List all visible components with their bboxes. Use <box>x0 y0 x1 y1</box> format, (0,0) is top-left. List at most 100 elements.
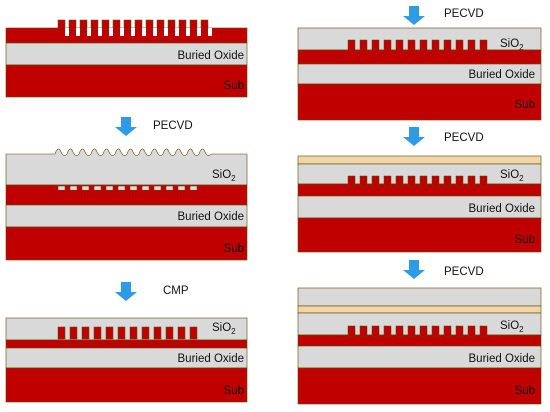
grating-gap <box>186 28 190 36</box>
grating-tooth <box>112 19 121 30</box>
grating-tooth <box>359 325 368 338</box>
grating-gap <box>87 28 91 36</box>
grating-tooth <box>154 190 161 199</box>
grating-tooth <box>57 19 66 30</box>
substrate-layer <box>5 64 248 98</box>
grating-tooth <box>371 39 380 52</box>
buried-oxide-label: Buried Oxide <box>469 69 535 81</box>
substrate-layer <box>5 226 248 261</box>
grating-tooth <box>118 190 125 199</box>
grating-tooth <box>383 175 392 188</box>
step-label: PECVD <box>444 132 484 144</box>
grating-teeth <box>347 175 488 188</box>
grating-tooth <box>347 325 356 338</box>
grating-tooth <box>129 326 138 340</box>
grating-tooth <box>200 19 209 30</box>
step-label: PECVD <box>153 120 193 132</box>
grating-tooth <box>455 325 464 338</box>
grating-silicon-base <box>297 183 542 197</box>
down-arrow-icon <box>115 117 137 136</box>
grating-gap <box>120 28 124 36</box>
grating-tooth <box>407 175 416 188</box>
grating-tooth <box>479 325 488 338</box>
grating-gap <box>197 28 201 36</box>
grating-tooth <box>443 325 452 338</box>
sio2-label: SiO2 <box>500 320 524 334</box>
substrate-layer <box>297 217 542 253</box>
substrate-layer <box>297 83 542 121</box>
sio2-label: SiO2 <box>212 169 236 183</box>
grating-gap <box>98 28 102 36</box>
grating-tooth <box>165 326 174 340</box>
conformal-sio2-layer <box>5 148 248 186</box>
grating-gap <box>131 28 135 36</box>
grating-tooth <box>178 19 187 30</box>
grating-tooth <box>431 325 440 338</box>
grating-teeth <box>347 39 488 52</box>
grating-teeth <box>57 185 198 199</box>
grating-tooth <box>419 175 428 188</box>
grating-tooth <box>105 326 114 340</box>
grating-tooth <box>395 325 404 338</box>
grating-tooth <box>371 175 380 188</box>
grating-tooth <box>359 39 368 52</box>
grating-teeth <box>57 326 198 340</box>
grating-teeth <box>57 19 212 36</box>
grating-tooth <box>407 325 416 338</box>
grating-tooth <box>93 326 102 340</box>
sio2-label: SiO2 <box>500 38 524 52</box>
grating-tooth <box>178 190 185 199</box>
sub-label: Sub <box>224 385 244 397</box>
grating-tooth <box>81 326 90 340</box>
grating-tooth <box>419 39 428 52</box>
grating-tooth <box>101 19 110 30</box>
step-right-0: PECVD <box>403 6 484 25</box>
grating-tooth <box>395 39 404 52</box>
deposited-middle-layer <box>297 305 542 314</box>
grating-gap <box>76 28 80 36</box>
grating-tooth <box>156 19 165 30</box>
grating-tooth <box>479 39 488 52</box>
grating-tooth <box>383 39 392 52</box>
grating-teeth <box>347 325 488 338</box>
grating-tooth <box>142 190 149 199</box>
grating-tooth <box>117 326 126 340</box>
planarized-sio2-layer <box>5 317 248 341</box>
panel-right-2: SiO2 Buried Oxide Sub <box>297 155 542 253</box>
grating-tooth <box>431 39 440 52</box>
panel-right-3: SiO2 Buried Oxide Sub <box>297 287 542 405</box>
down-arrow-icon <box>115 282 137 301</box>
grating-tooth <box>479 175 488 188</box>
grating-tooth <box>70 190 77 199</box>
grating-tooth <box>371 325 380 338</box>
sub-label: Sub <box>224 80 244 92</box>
grating-tooth <box>145 19 154 30</box>
grating-tooth <box>189 19 198 30</box>
grating-tooth <box>153 326 162 340</box>
grating-tooth <box>347 39 356 52</box>
grating-silicon-base <box>5 184 248 206</box>
step-label: PECVD <box>444 8 484 20</box>
buried-oxide-label: Buried Oxide <box>178 211 244 223</box>
grating-tooth <box>177 326 186 340</box>
grating-tooth <box>130 190 137 199</box>
sub-label: Sub <box>515 99 535 111</box>
grating-tooth <box>407 39 416 52</box>
grating-gap <box>142 28 146 36</box>
grating-tooth <box>467 325 476 338</box>
grating-tooth <box>69 326 78 340</box>
down-arrow-icon <box>403 127 425 146</box>
grating-tooth <box>443 39 452 52</box>
grating-tooth <box>395 175 404 188</box>
down-arrow-icon <box>403 260 425 279</box>
grating-tooth <box>106 190 113 199</box>
grating-tooth <box>58 190 65 199</box>
grating-tooth <box>57 326 66 340</box>
buried-oxide-label: Buried Oxide <box>469 203 535 215</box>
deposited-top-layer <box>297 155 542 165</box>
grating-gap <box>153 28 157 36</box>
top-sio2-layer <box>297 287 542 307</box>
grating-silicon-base <box>297 334 542 347</box>
panel-left-3: SiO2 Buried Oxide Sub <box>5 317 248 403</box>
